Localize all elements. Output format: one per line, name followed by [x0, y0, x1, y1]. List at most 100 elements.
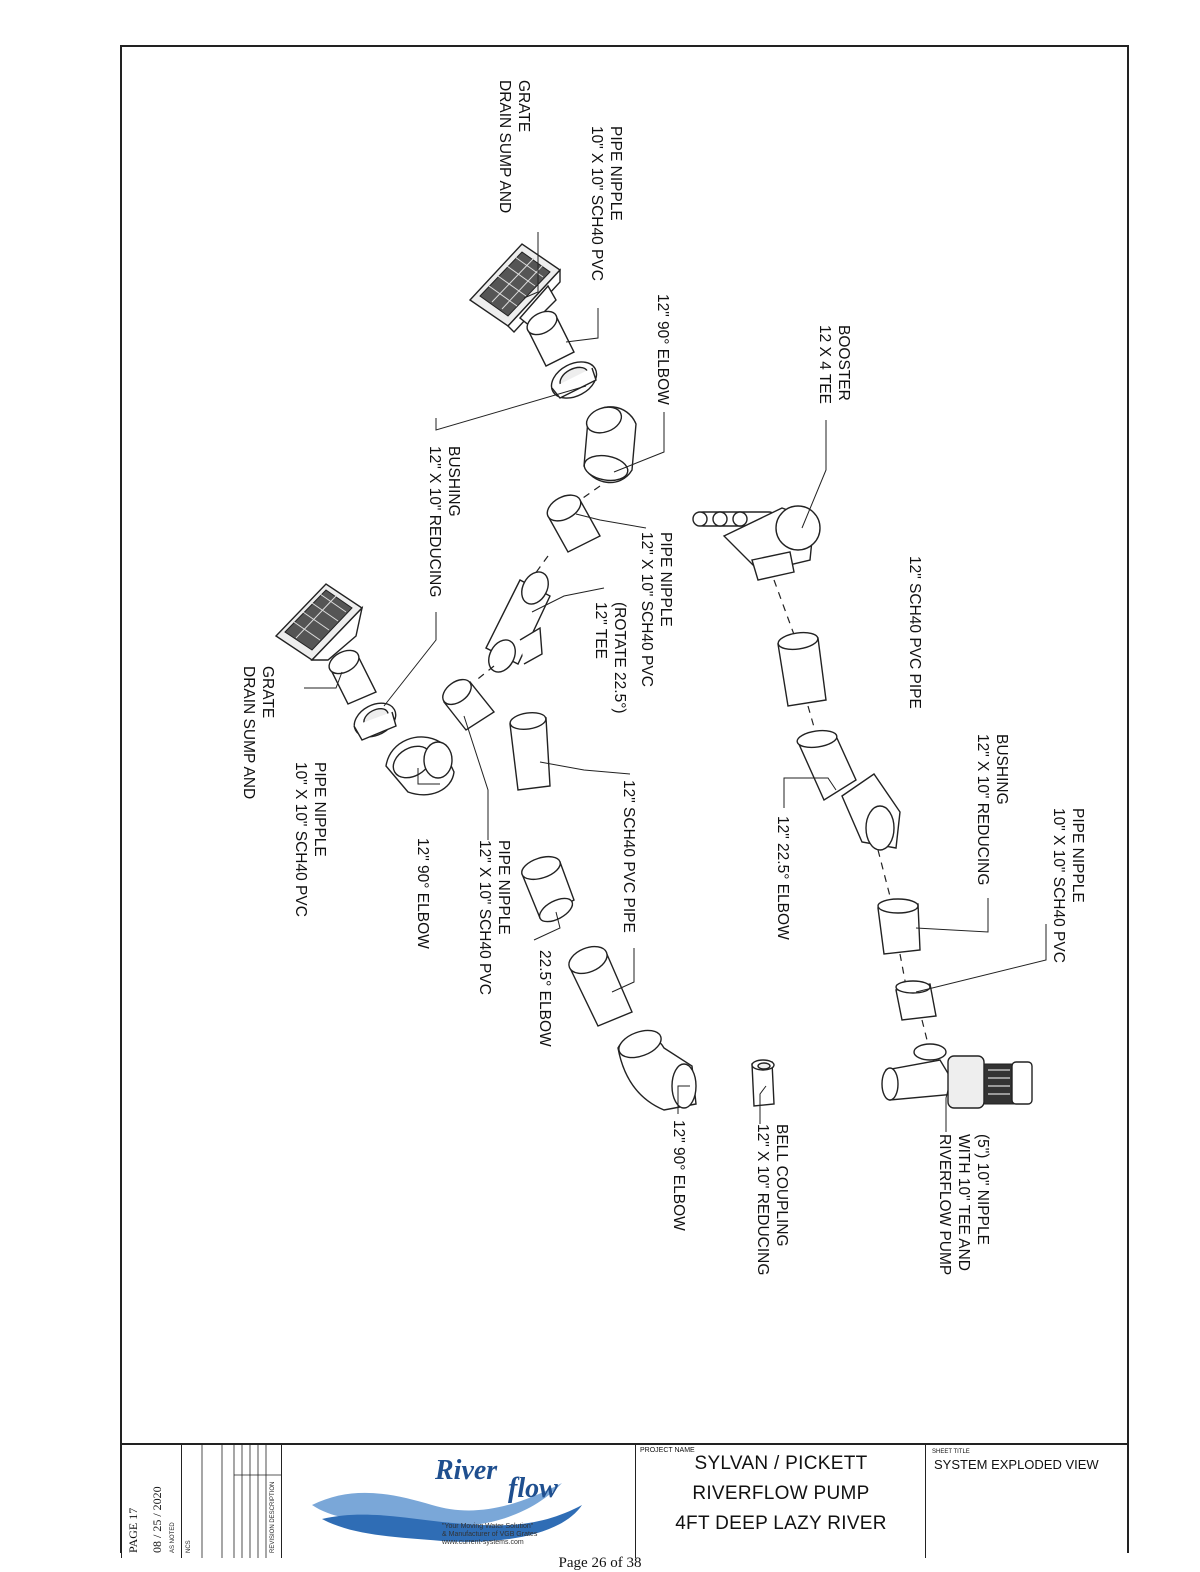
pipe-nipple-10x10-right	[895, 980, 937, 1021]
drain-sump-grate-bottom	[274, 583, 364, 661]
label-elbow90-top: 12" 90° ELBOW	[654, 294, 671, 405]
label-line: 12" SCH40 PVC PIPE	[620, 780, 637, 933]
label-line: GRATE	[515, 80, 532, 132]
project-line-3: 4FT DEEP LAZY RIVER	[675, 1513, 887, 1534]
reducing-bushing-bottom	[353, 702, 397, 741]
label-line: BOOSTER	[835, 325, 852, 401]
page-number: PAGE 17	[126, 1507, 140, 1553]
label-line: 10" X 10" SCH40 PVC	[292, 762, 309, 917]
company-logo-block: River flow "Your Moving Water Solution" …	[281, 1445, 636, 1558]
revision-rows	[201, 1445, 282, 1558]
label-line: 12" 90° ELBOW	[414, 838, 431, 949]
label-line: 12" X 10" REDUCING	[974, 734, 991, 885]
drain-sump-grate-top	[468, 243, 562, 334]
project-name-label: PROJECT NAME	[640, 1447, 695, 1454]
sch40-pipe-lower	[568, 945, 633, 1027]
elbow-90-top	[583, 406, 637, 484]
reducing-bushing-top	[550, 361, 598, 399]
label-line: BELL COUPLING	[773, 1124, 790, 1247]
label-line: GRATE	[259, 666, 276, 718]
bell-coupling	[751, 1059, 775, 1107]
label-line: 12" SCH40 PVC PIPE	[906, 556, 923, 709]
page-footer: Page 26 of 38	[558, 1555, 642, 1571]
pipe-nipple-10x10-top	[526, 310, 575, 367]
label-line: 12" X 10" SCH40 PVC	[638, 532, 655, 687]
pipe-nipple-12x10-top	[546, 494, 601, 553]
sheet-title: SYSTEM EXPLODED VIEW	[934, 1457, 1099, 1472]
label-line: PIPE NIPPLE	[1069, 808, 1086, 903]
reducing-bushing-right	[877, 898, 921, 955]
leader-lines	[304, 232, 1047, 1132]
project-name-block: PROJECT NAME SYLVAN / PICKETT RIVERFLOW …	[635, 1445, 926, 1558]
project-line-1: SYLVAN / PICKETT	[694, 1453, 868, 1474]
tagline: "Your Moving Water Solution" & Manufactu…	[442, 1523, 537, 1547]
riverflow-pump	[881, 1043, 1033, 1109]
label-line: DRAIN SUMP AND	[240, 666, 257, 799]
label-line: (ROTATE 22.5°)	[611, 602, 628, 714]
label-line: 12" 90° ELBOW	[670, 1120, 687, 1231]
label-elbow225-small: 22.5° ELBOW	[536, 950, 553, 1047]
tee-booster	[692, 505, 821, 581]
label-elbow90-lower: 12" 90° ELBOW	[670, 1120, 687, 1231]
label-line: (5") 10" NIPPLE	[974, 1134, 991, 1245]
elbow-22-5-small	[521, 855, 575, 923]
label-line: RIVERFLOW PUMP	[936, 1134, 953, 1275]
label-line: PIPE NIPPLE	[311, 762, 328, 857]
date: 08 / 25 / 2020	[150, 1486, 164, 1553]
sch40-pipe-right	[777, 631, 827, 707]
tee-12-rotate	[485, 571, 551, 673]
label-line: PIPE NIPPLE	[607, 126, 624, 221]
label-line: 12" X 10" REDUCING	[754, 1124, 771, 1275]
label-elbow90-bottom: 12" 90° ELBOW	[414, 838, 431, 949]
elbow-90-bottom	[385, 736, 455, 796]
tagline-line: www.current-systems.com	[442, 1539, 524, 1546]
pipe-nipple-12x10-bottom	[442, 678, 496, 731]
label-sch40-pipe-mid: 12" SCH40 PVC PIPE	[620, 780, 637, 933]
tagline-line: & Manufacturer of VGB Grates	[442, 1531, 538, 1538]
label-line: WITH 10" TEE AND	[955, 1134, 972, 1271]
revision-table: NCS REVISION DESCRIPTION	[181, 1445, 282, 1558]
label-tee-rotate: 12" TEE(ROTATE 22.5°)	[592, 602, 628, 714]
elbow-90-lower	[617, 1029, 697, 1111]
sheet-title-block: SHEET TITLE SYSTEM EXPLODED VIEW	[925, 1445, 1129, 1558]
label-line: BUSHING	[993, 734, 1010, 805]
label-line: 12" 90° ELBOW	[654, 294, 671, 405]
title-block-dates: PAGE 17 08 / 25 / 2020 AS NOTED	[121, 1445, 182, 1558]
logo-river: River	[435, 1455, 498, 1486]
elbow-22-5-right	[796, 729, 901, 851]
pipe-nipple-10x10-bottom	[328, 649, 377, 705]
sch40-pipe-mid	[509, 711, 551, 791]
tagline-line: "Your Moving Water Solution"	[442, 1523, 534, 1530]
label-line: 10" X 10" SCH40 PVC	[588, 126, 605, 281]
label-line: 10" X 10" SCH40 PVC	[1050, 808, 1067, 963]
label-line: 22.5° ELBOW	[536, 950, 553, 1047]
project-line-2: RIVERFLOW PUMP	[692, 1483, 870, 1504]
sheet-border	[120, 45, 1129, 1553]
scale: AS NOTED	[170, 1522, 176, 1553]
label-sch40-pipe-right: 12" SCH40 PVC PIPE	[906, 556, 923, 709]
label-line: BUSHING	[445, 446, 462, 517]
label-line: 12" X 10" SCH40 PVC	[476, 840, 493, 995]
wave-logo-icon	[312, 1483, 582, 1542]
label-elbow225-right: 12" 22.5° ELBOW	[774, 816, 791, 940]
title-block: PAGE 17 08 / 25 / 2020 AS NOTED NCS REVI…	[121, 1443, 1128, 1558]
label-line: 12" X 10" REDUCING	[426, 446, 443, 597]
label-line: PIPE NIPPLE	[495, 840, 512, 935]
sheet-title-label: SHEET TITLE	[932, 1449, 970, 1455]
label-line: PIPE NIPPLE	[657, 532, 674, 627]
label-line: DRAIN SUMP AND	[496, 80, 513, 213]
label-line: 12" TEE	[592, 602, 609, 659]
